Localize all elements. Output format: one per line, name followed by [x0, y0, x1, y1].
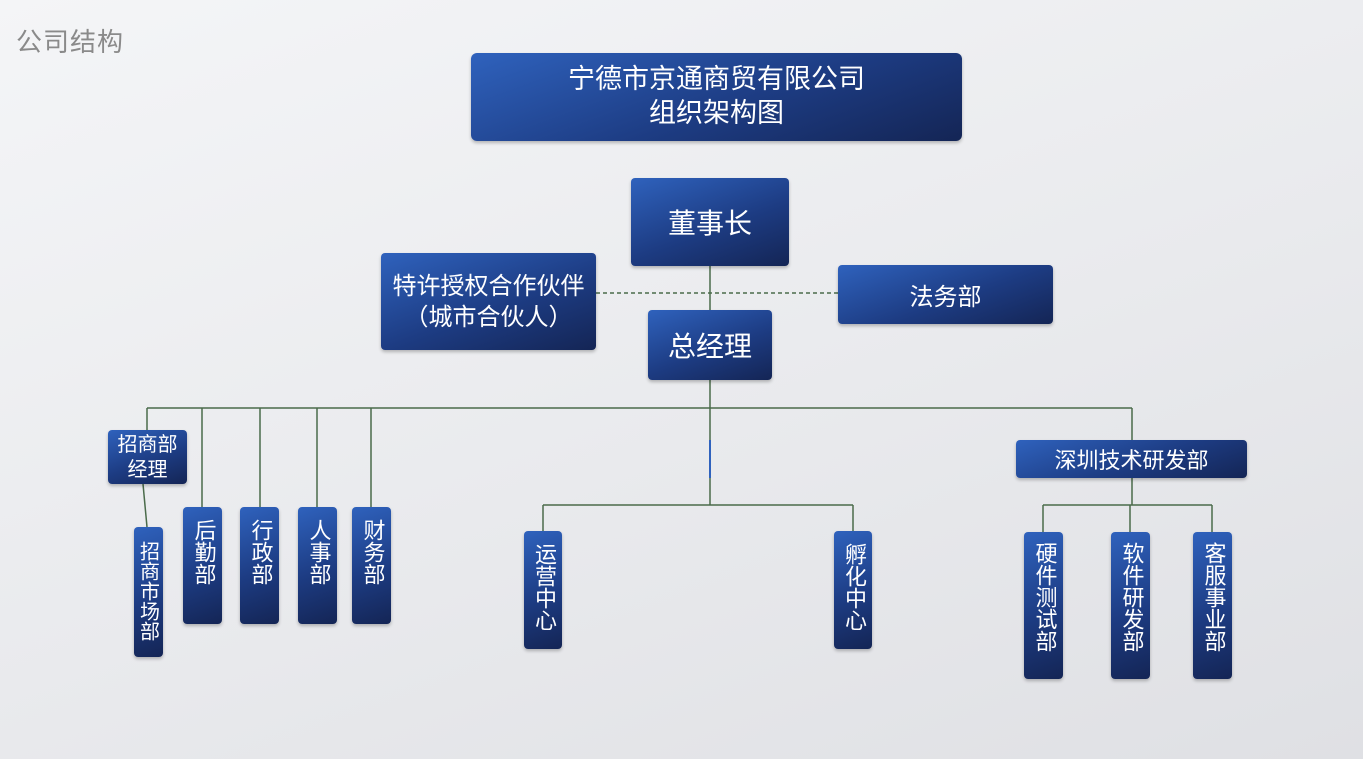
node-customer-service: 客服事业部	[1193, 532, 1232, 679]
chart-title-line1: 宁德市京通商贸有限公司	[568, 64, 865, 95]
node-chairman: 董事长	[631, 178, 789, 266]
node-partner-line2: （城市合伙人）	[404, 302, 573, 331]
node-partner: 特许授权合作伙伴 （城市合伙人）	[381, 253, 596, 350]
node-merchant-market: 招商市场部	[134, 527, 163, 657]
node-legal: 法务部	[838, 265, 1053, 324]
node-merchant-manager-line2: 经理	[127, 457, 168, 481]
node-chairman-label: 董事长	[667, 207, 752, 240]
node-hardware-test-label: 硬件测试部	[1031, 542, 1057, 652]
node-merchant-manager-line1: 招商部	[117, 432, 178, 456]
node-hr: 人事部	[298, 507, 337, 624]
node-shenzhen-rd: 深圳技术研发部	[1016, 440, 1247, 478]
page-label: 公司结构	[16, 28, 125, 58]
node-customer-service-label: 客服事业部	[1200, 542, 1226, 652]
node-partner-line1: 特许授权合作伙伴	[392, 271, 585, 300]
node-software-dev: 软件研发部	[1111, 532, 1150, 679]
node-admin-label: 行政部	[247, 519, 273, 585]
node-operations-center-label: 运营中心	[531, 543, 556, 631]
node-general-manager: 总经理	[648, 310, 772, 380]
node-logistics-label: 后勤部	[190, 519, 216, 585]
line-merchant-market	[142, 483, 148, 528]
node-incubation-center-label: 孵化中心	[841, 543, 866, 631]
node-finance-label: 财务部	[359, 519, 385, 585]
node-shenzhen-rd-label: 深圳技术研发部	[1054, 449, 1209, 474]
node-finance: 财务部	[352, 507, 391, 624]
chart-title-box: 宁德市京通商贸有限公司 组织架构图	[471, 53, 962, 141]
node-incubation-center: 孵化中心	[834, 531, 872, 649]
node-merchant-market-label: 招商市场部	[136, 541, 161, 641]
node-hardware-test: 硬件测试部	[1024, 532, 1063, 679]
node-logistics: 后勤部	[183, 507, 222, 624]
node-merchant-manager: 招商部 经理	[108, 430, 187, 484]
chart-title-line2: 组织架构图	[649, 98, 784, 129]
node-hr-label: 人事部	[305, 519, 331, 585]
node-software-dev-label: 软件研发部	[1118, 542, 1144, 652]
node-legal-label: 法务部	[909, 283, 982, 311]
node-operations-center: 运营中心	[524, 531, 562, 649]
node-admin: 行政部	[240, 507, 279, 624]
node-general-manager-label: 总经理	[667, 330, 752, 363]
